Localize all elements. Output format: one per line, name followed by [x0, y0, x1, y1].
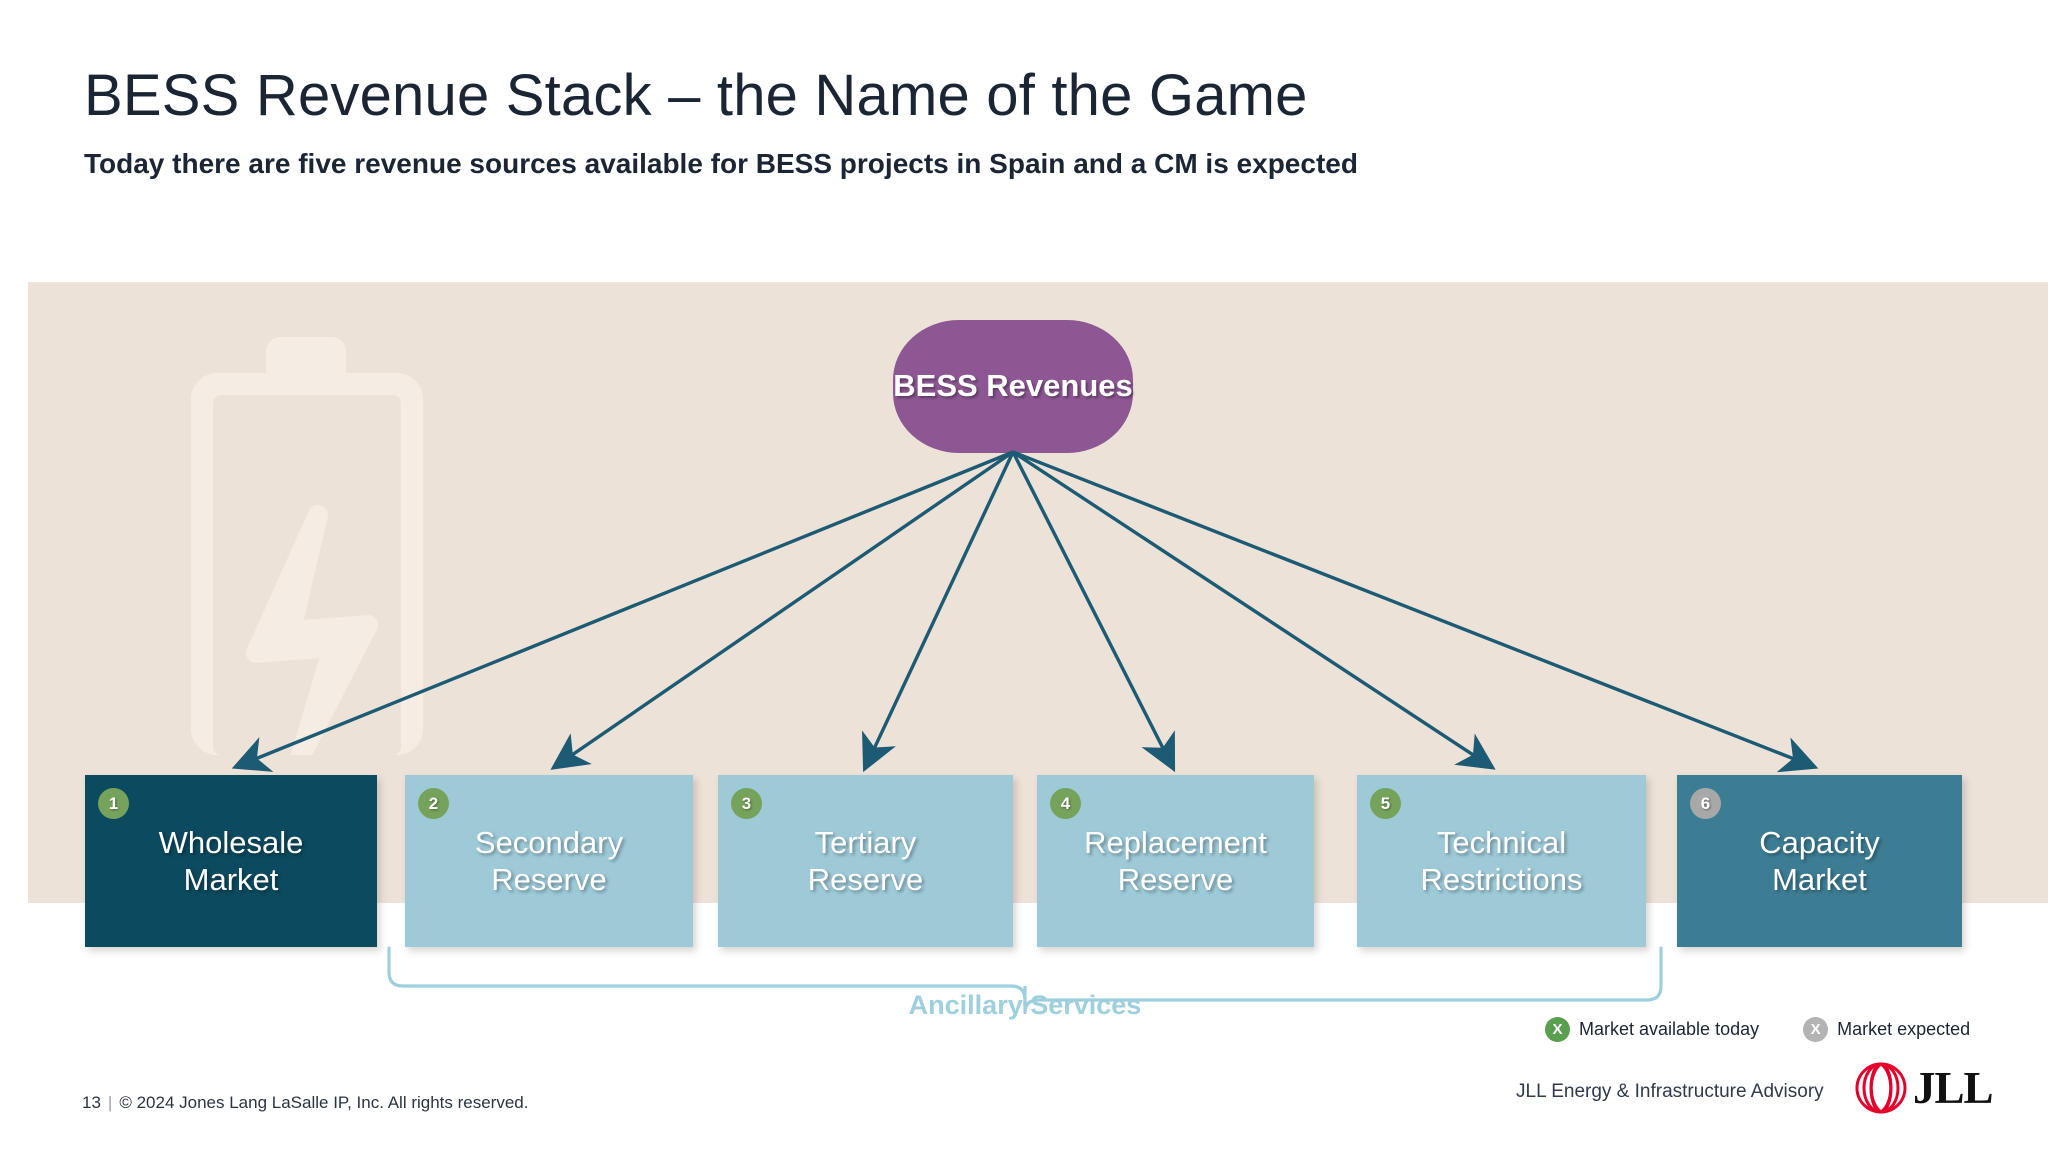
legend-label-expected: Market expected [1837, 1019, 1971, 1039]
bess-revenues-node[interactable]: BESS Revenues [893, 320, 1133, 453]
jll-swirl-icon [1855, 1062, 1907, 1114]
badge-number-2: 2 [418, 788, 449, 819]
page-title: BESS Revenue Stack – the Name of the Gam… [84, 63, 1308, 128]
revenue-box-6[interactable]: 6 Capacity Market [1677, 775, 1962, 947]
badge-number-4: 4 [1050, 788, 1081, 819]
badge-number-6: 6 [1690, 788, 1721, 819]
footer-separator: | [107, 1093, 113, 1112]
copyright-text: © 2024 Jones Lang LaSalle IP, Inc. All r… [119, 1093, 529, 1112]
revenue-box-3[interactable]: 3 Tertiary Reserve [718, 775, 1013, 947]
market-available-icon: X [1545, 1017, 1570, 1042]
revenue-box-label-1: Wholesale Market [158, 824, 304, 897]
legend-item-available: X Market available today [1545, 1017, 1759, 1042]
revenue-box-label-5: Technical Restrictions [1420, 824, 1583, 897]
ancillary-services-label: Ancillary Services [908, 990, 1142, 1020]
legend: X Market available today X Market expect… [1545, 1017, 1970, 1042]
jll-wordmark: JLL [1913, 1063, 1994, 1113]
badge-number-1: 1 [98, 788, 129, 819]
bess-revenues-label: BESS Revenues [893, 368, 1133, 404]
legend-item-expected: X Market expected [1803, 1017, 1970, 1042]
revenue-box-label-6: Capacity Market [1759, 824, 1880, 897]
market-expected-icon: X [1803, 1017, 1829, 1042]
revenue-box-4[interactable]: 4 Replacement Reserve [1037, 775, 1314, 947]
revenue-box-2[interactable]: 2 Secondary Reserve [405, 775, 693, 947]
revenue-box-5[interactable]: 5 Technical Restrictions [1357, 775, 1646, 947]
legend-label-available: Market available today [1579, 1019, 1760, 1039]
page-subtitle: Today there are five revenue sources ava… [84, 148, 1358, 179]
page-number: 13 [82, 1093, 101, 1112]
jll-logo: JLL [1852, 1060, 2002, 1116]
footer-copyright: 13 | © 2024 Jones Lang LaSalle IP, Inc. Al… [82, 1093, 528, 1113]
revenue-box-1[interactable]: 1 Wholesale Market [85, 775, 377, 947]
footer-advisory-text: JLL Energy & Infrastructure Advisory [1516, 1081, 1824, 1102]
badge-number-5: 5 [1370, 788, 1401, 819]
revenue-box-label-2: Secondary Reserve [474, 824, 624, 897]
revenue-box-label-3: Tertiary Reserve [807, 824, 924, 897]
badge-number-3: 3 [731, 788, 762, 819]
revenue-box-label-4: Replacement Reserve [1084, 824, 1267, 897]
